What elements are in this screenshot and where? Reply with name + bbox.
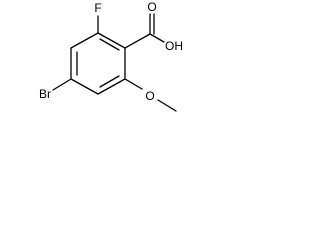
c-cooh-bond	[124, 33, 151, 49]
carbonyl-oxygen-label: O	[147, 0, 156, 14]
ring-double-bond-1	[99, 38, 120, 51]
ring-double-bond-2	[99, 75, 120, 88]
c-br-bond	[52, 78, 72, 91]
bromine-label: Br	[39, 87, 51, 101]
structure-drawing: F O OH Br O	[39, 0, 183, 112]
ring-bond-6	[70, 32, 99, 49]
methoxy-oxygen-label: O	[145, 89, 154, 103]
c-oh-bond	[149, 33, 165, 43]
hydroxyl-label: OH	[165, 39, 183, 53]
ring-bond-4	[70, 78, 99, 95]
ring-bond-1	[97, 32, 126, 49]
fluorine-label: F	[94, 1, 101, 15]
o-ch3-bond	[157, 99, 177, 112]
ring-bond-3	[97, 78, 126, 95]
c-o-methoxy-bond	[124, 78, 143, 90]
